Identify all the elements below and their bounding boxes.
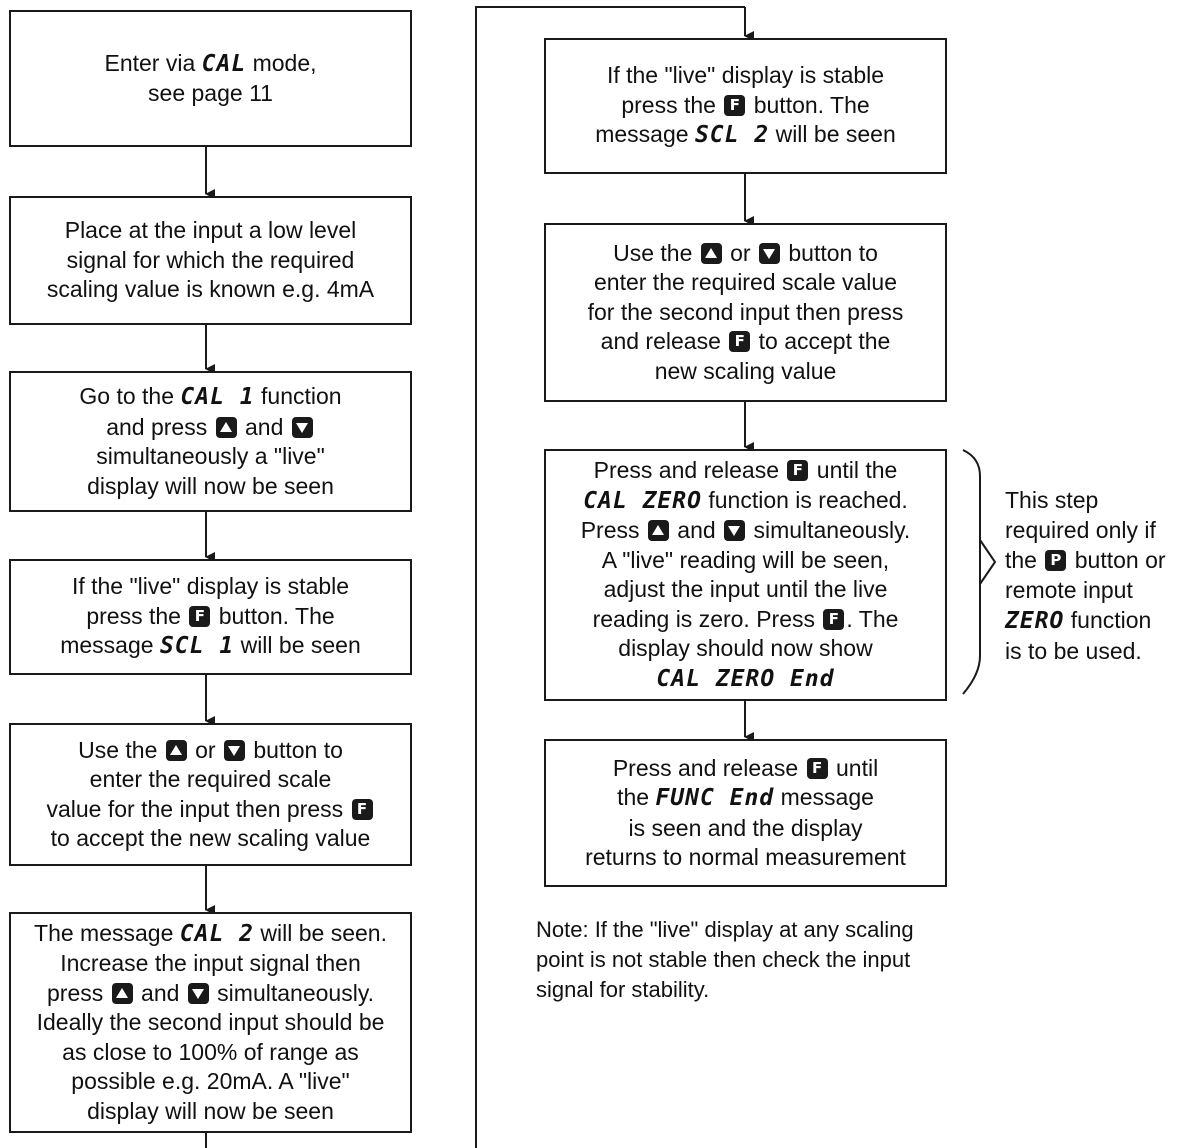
- down-button-icon: [724, 520, 746, 541]
- step-cal1-function: Go to the CAL 1 function and press and s…: [9, 371, 412, 512]
- f-button-icon: F: [729, 331, 751, 353]
- up-button-icon: [215, 416, 237, 438]
- f-button-icon: F: [806, 757, 828, 779]
- step-enter-second-scale: Use the or button to enter the required …: [544, 223, 947, 402]
- step-cal-zero: Press and release F until the CAL ZERO f…: [544, 449, 947, 701]
- up-button-icon: [111, 982, 133, 1004]
- seg-display-cal2: CAL 2: [179, 920, 255, 947]
- seg-display-scl2: SCL 2: [694, 122, 770, 149]
- down-button-icon: [187, 982, 209, 1004]
- f-button-icon: F: [351, 798, 373, 820]
- step-enter-first-scale: Use the or button to enter the required …: [9, 723, 412, 866]
- up-button-icon: [165, 739, 187, 761]
- step-apply-low-signal: Place at the input a low level signal fo…: [9, 196, 412, 325]
- seg-display-cal: CAL: [201, 50, 247, 77]
- down-button-icon: [291, 416, 313, 438]
- p-button-icon: P: [1045, 550, 1067, 571]
- side-brace-point: [979, 539, 997, 585]
- step-accept-second-point: If the "live" display is stable press th…: [544, 38, 947, 174]
- f-button-icon: F: [823, 608, 845, 630]
- step-enter-cal-mode: Enter via CAL mode, see page 11: [9, 10, 412, 147]
- seg-display-zero: ZERO: [1005, 608, 1065, 634]
- side-brace: [962, 449, 981, 695]
- seg-display-func-end: FUNC End: [655, 785, 775, 811]
- seg-display-cal-zero: CAL ZERO: [583, 487, 702, 514]
- up-button-icon: [700, 242, 722, 264]
- seg-display-cal1: CAL 1: [180, 384, 255, 410]
- f-button-icon: F: [787, 460, 809, 481]
- down-button-icon: [758, 242, 780, 264]
- step-func-end: Press and release F until the FUNC End m…: [544, 739, 947, 887]
- up-button-icon: [647, 520, 669, 541]
- step-cal2-high-signal: The message CAL 2 will be seen. Increase…: [9, 912, 412, 1133]
- f-button-icon: F: [724, 94, 746, 116]
- step-accept-first-point: If the "live" display is stable press th…: [9, 559, 412, 675]
- column-connector-right: [475, 6, 745, 1148]
- side-note-zero-step: This step required only if the P button …: [1005, 487, 1166, 664]
- f-button-icon: F: [189, 605, 211, 627]
- down-button-icon: [223, 739, 245, 761]
- seg-display-cal-zero-end: CAL ZERO End: [656, 665, 835, 692]
- stability-note: Note: If the "live" display at any scali…: [536, 917, 914, 1002]
- seg-display-scl1: SCL 1: [159, 633, 235, 660]
